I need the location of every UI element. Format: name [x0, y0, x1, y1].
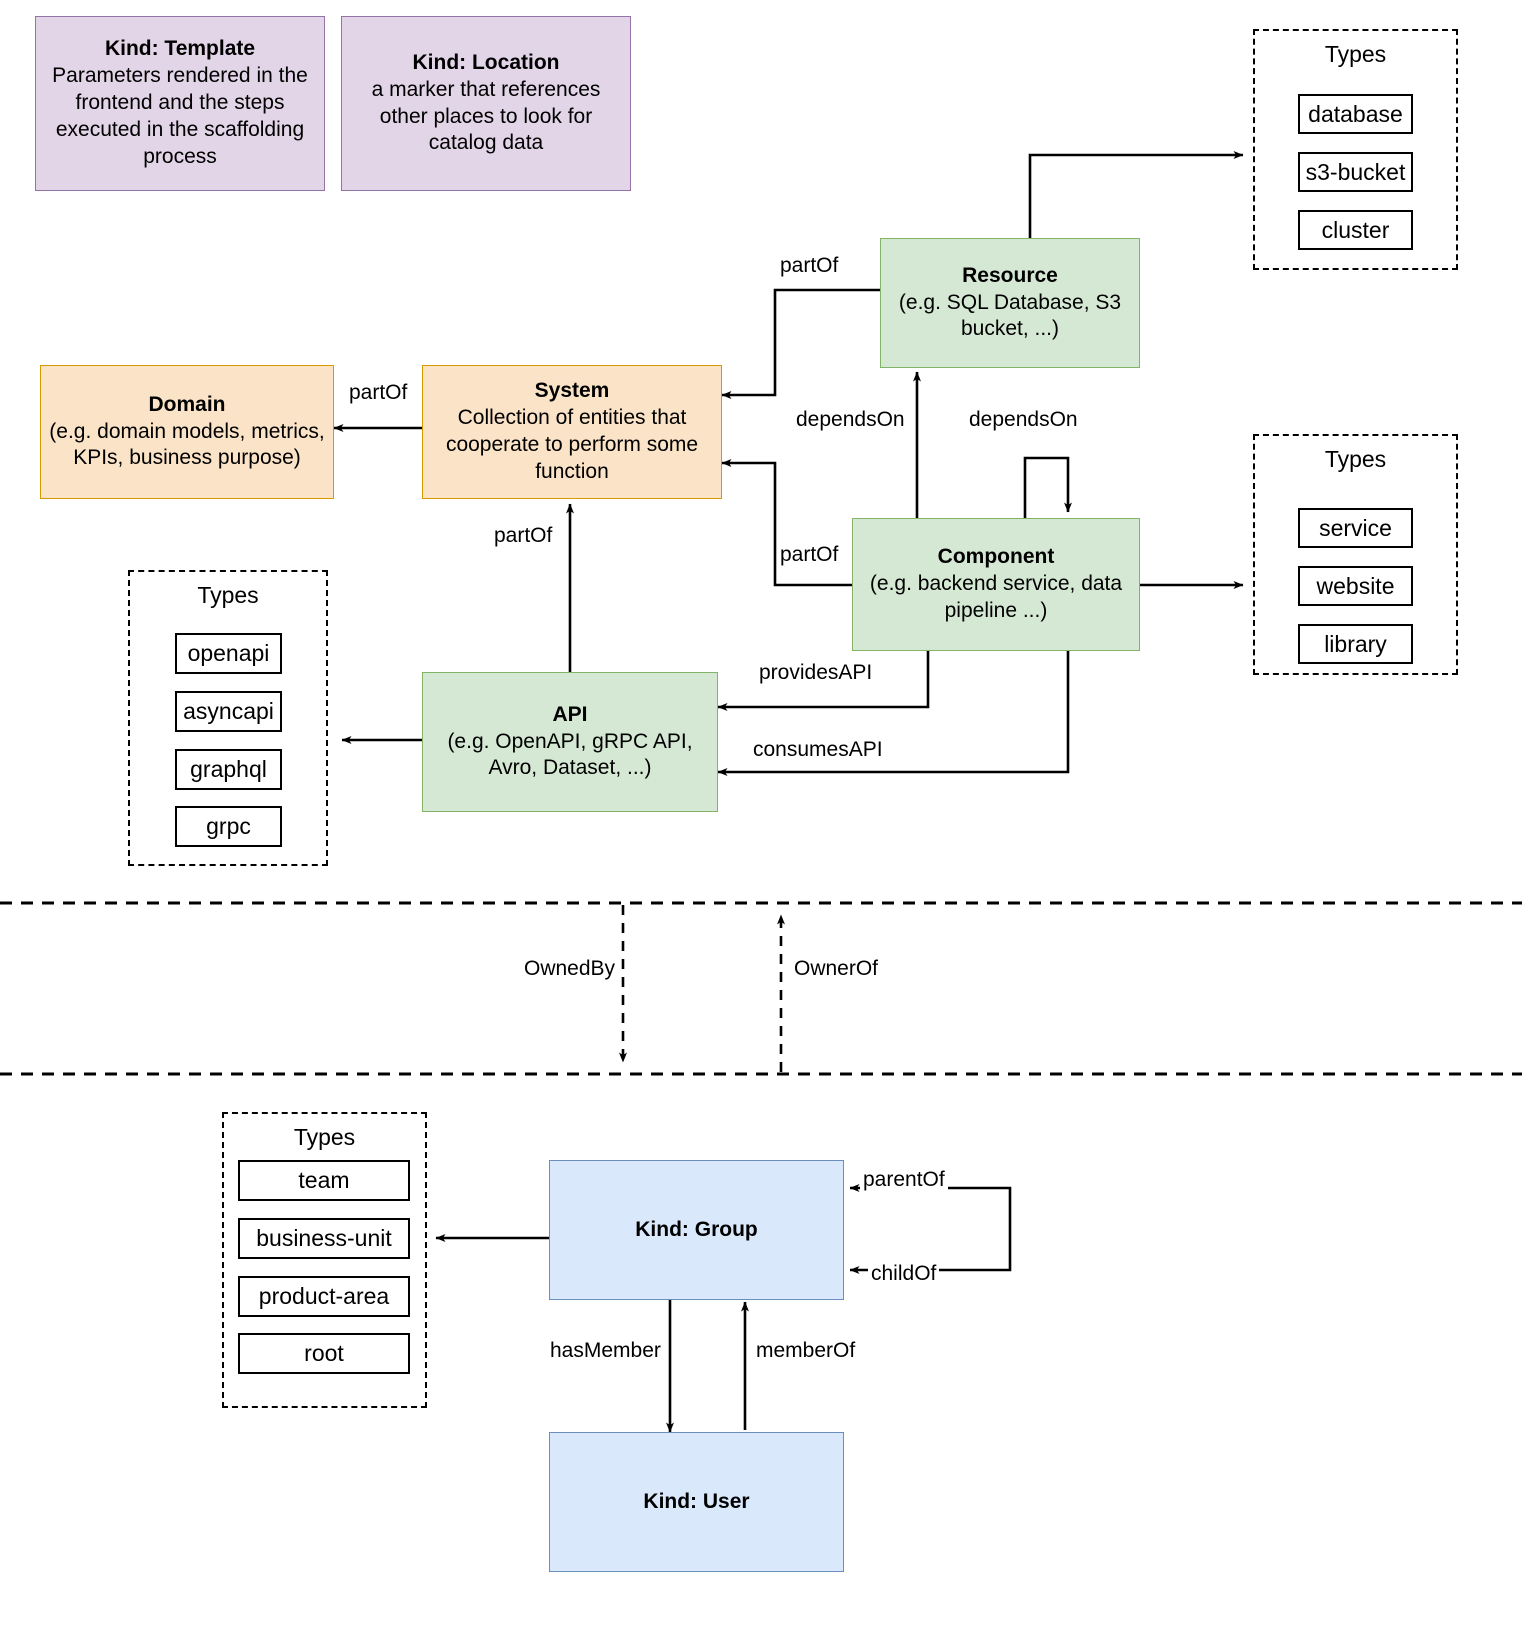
type-chip[interactable]: cluster	[1298, 210, 1413, 250]
edge-label-provides-api: providesAPI	[756, 661, 876, 685]
node-kind-group[interactable]: Kind: Group	[549, 1160, 844, 1300]
types-box-group: Types	[222, 1112, 427, 1408]
type-chip[interactable]: product-area	[238, 1276, 410, 1317]
node-kind-location[interactable]: Kind: Location a marker that references …	[341, 16, 631, 191]
type-chip[interactable]: root	[238, 1333, 410, 1374]
types-header: Types	[293, 1124, 356, 1150]
node-subtitle: Collection of entities that cooperate to…	[445, 406, 699, 483]
type-chip[interactable]: s3-bucket	[1298, 152, 1413, 192]
node-title: Resource	[962, 263, 1058, 287]
node-system[interactable]: System Collection of entities that coope…	[422, 365, 722, 499]
edge-label-child-of: childOf	[868, 1262, 940, 1286]
edge-label-member-of: memberOf	[753, 1339, 859, 1363]
types-header: Types	[1324, 446, 1387, 472]
edge-label-component-partof: partOf	[777, 543, 842, 567]
edge-label-consumes-api: consumesAPI	[750, 738, 886, 762]
node-subtitle: Parameters rendered in the frontend and …	[52, 64, 308, 168]
node-resource[interactable]: Resource (e.g. SQL Database, S3 bucket, …	[880, 238, 1140, 368]
types-box-api: Types	[128, 570, 328, 866]
node-domain[interactable]: Domain (e.g. domain models, metrics, KPI…	[40, 365, 334, 499]
type-chip[interactable]: openapi	[175, 633, 282, 674]
edge-label-has-member: hasMember	[547, 1339, 664, 1363]
node-kind-template[interactable]: Kind: Template Parameters rendered in th…	[35, 16, 325, 191]
type-chip[interactable]: library	[1298, 624, 1413, 664]
node-subtitle: a marker that references other places to…	[371, 77, 601, 155]
node-title: Kind: Group	[635, 1217, 758, 1241]
edge-label-owned-by: OwnedBy	[521, 957, 619, 981]
node-subtitle: (e.g. backend service, data pipeline ...…	[869, 572, 1123, 622]
node-title: API	[552, 702, 588, 726]
edge-label-component-dependson: dependsOn	[966, 408, 1081, 432]
edge-label-system-partof: partOf	[346, 381, 411, 405]
type-chip[interactable]: business-unit	[238, 1218, 410, 1259]
type-chip[interactable]: service	[1298, 508, 1413, 548]
type-chip[interactable]: website	[1298, 566, 1413, 606]
edge-label-resource-dependson: dependsOn	[793, 408, 908, 432]
types-box-resource: Types	[1253, 29, 1458, 270]
types-header: Types	[197, 582, 259, 608]
node-subtitle: (e.g. domain models, metrics, KPIs, busi…	[49, 419, 325, 470]
node-subtitle: (e.g. SQL Database, S3 bucket, ...)	[898, 290, 1122, 341]
type-chip[interactable]: grpc	[175, 806, 282, 847]
types-box-component: Types	[1253, 434, 1458, 675]
type-chip[interactable]: graphql	[175, 749, 282, 790]
node-title: Component	[937, 545, 1055, 569]
node-kind-user[interactable]: Kind: User	[549, 1432, 844, 1572]
edge-label-owner-of: OwnerOf	[791, 957, 882, 981]
type-chip[interactable]: team	[238, 1160, 410, 1201]
type-chip[interactable]: database	[1298, 94, 1413, 134]
node-component[interactable]: Component (e.g. backend service, data pi…	[852, 518, 1140, 651]
node-title: System	[534, 379, 610, 403]
edge-label-resource-partof: partOf	[777, 254, 842, 278]
node-subtitle: (e.g. OpenAPI, gRPC API, Avro, Dataset, …	[447, 729, 693, 780]
edge-label-parent-of: parentOf	[860, 1168, 948, 1192]
node-title: Kind: Location	[412, 50, 560, 74]
type-chip[interactable]: asyncapi	[175, 691, 282, 732]
node-title: Domain	[148, 392, 226, 416]
node-title: Kind: Template	[104, 37, 256, 61]
node-title: Kind: User	[643, 1489, 750, 1513]
types-header: Types	[1324, 41, 1387, 67]
edge-label-api-partof: partOf	[491, 524, 556, 548]
node-api[interactable]: API (e.g. OpenAPI, gRPC API, Avro, Datas…	[422, 672, 718, 812]
